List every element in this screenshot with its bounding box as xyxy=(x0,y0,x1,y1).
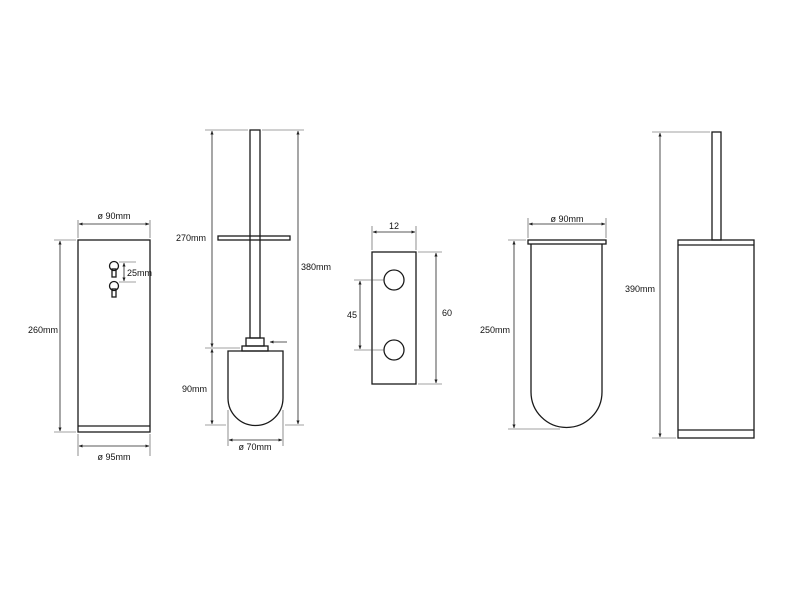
holder-view: ø 90mm 260mm 25mm ø 95mm xyxy=(28,211,152,462)
brush-plate xyxy=(217,235,291,241)
holder-body xyxy=(77,239,151,433)
bracket-view: 12 45 60 xyxy=(347,221,452,385)
bracket-hole-top xyxy=(383,269,405,291)
keyhole-spacing-label: 25mm xyxy=(127,268,152,278)
brush-head-width-label: ø 70mm xyxy=(238,442,271,452)
assembly-height-label: 390mm xyxy=(625,284,655,294)
bracket-hole-spacing-label: 45 xyxy=(347,310,357,320)
insert-view: ø 90mm 250mm xyxy=(480,214,607,430)
keyhole-icon xyxy=(108,260,120,278)
bracket-width-label: 12 xyxy=(389,221,399,231)
insert-height-label: 250mm xyxy=(480,325,510,335)
brush-handle xyxy=(249,129,261,339)
holder-height-label: 260mm xyxy=(28,325,58,335)
brush-neck xyxy=(241,345,269,352)
brush-plate-height-label: 270mm xyxy=(176,233,206,243)
assembly-body xyxy=(677,239,755,439)
holder-top-width-label: ø 90mm xyxy=(97,211,130,221)
insert-body xyxy=(530,244,603,429)
assembly-view: 390mm xyxy=(625,131,755,439)
keyhole-icon xyxy=(108,280,120,298)
brush-total-height-label: 380mm xyxy=(301,262,331,272)
insert-width-label: ø 90mm xyxy=(550,214,583,224)
brush-head-height-label: 90mm xyxy=(182,384,207,394)
holder-bottom-width-label: ø 95mm xyxy=(97,452,130,462)
assembly-handle xyxy=(711,131,722,241)
brush-view: 270mm 90mm 380mm ø 70mm xyxy=(176,129,331,452)
brush-head xyxy=(227,350,284,427)
bracket-body xyxy=(371,251,417,385)
bracket-hole-bottom xyxy=(383,339,405,361)
insert-rim xyxy=(527,239,607,245)
bracket-height-label: 60 xyxy=(442,308,452,318)
brush-collar xyxy=(245,337,265,347)
